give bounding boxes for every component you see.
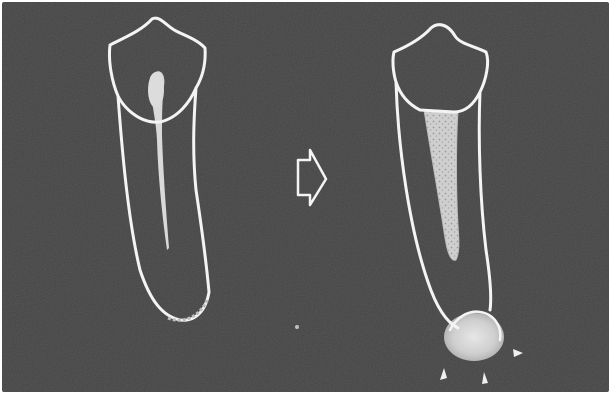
pulp-chamber	[148, 72, 164, 108]
speck	[295, 325, 299, 329]
background-grain	[1, 1, 610, 393]
